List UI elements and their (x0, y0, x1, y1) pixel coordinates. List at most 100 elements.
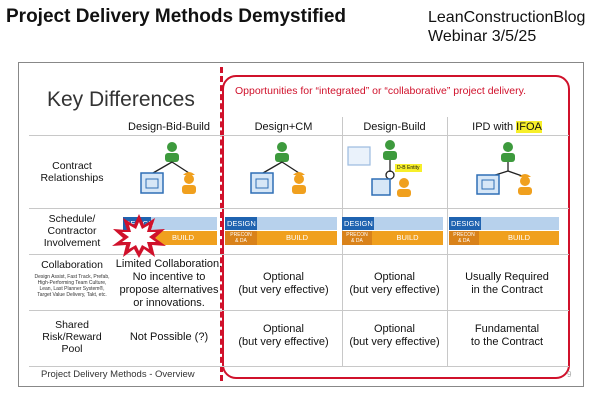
schedule-precon-bar: PRECON & DA (342, 231, 372, 245)
presentation-title: Project Delivery Methods Demystified (6, 6, 346, 27)
shared-cell-dcm: Optional (but very effective) (225, 323, 342, 349)
page-number: 9 (567, 370, 572, 379)
row-label-line: Risk/Reward (42, 331, 102, 343)
divider-dashed-line (220, 67, 223, 381)
grid-line (447, 117, 448, 366)
cell-line: (but very effective) (349, 336, 440, 348)
contract-diagram-ipd (476, 142, 532, 195)
cell-line: Optional (374, 323, 415, 335)
row-label-line: Involvement (43, 237, 101, 249)
blueprint-icon (347, 146, 371, 166)
row-label-line: Contract (52, 160, 92, 172)
contractor-icon (182, 172, 196, 194)
example-line: High-Performing Team Culture, (37, 280, 107, 286)
example-line: Design Assist, Fast Track, Prefab, (34, 274, 110, 280)
row-label-schedule: Schedule/ Contractor Involvement (27, 213, 117, 249)
shared-cell-ipd: Fundamental to the Contract (447, 323, 567, 349)
schedule-design-bar: DESIGN (225, 217, 257, 230)
cell-line: No incentive to (132, 271, 206, 283)
cell-line: (but very effective) (238, 284, 329, 296)
schedule-build-bar: BUILD (372, 231, 443, 245)
architect-icon (165, 142, 179, 162)
grid-line (29, 135, 569, 136)
header-info: LeanConstructionBlog Webinar 3/5/25 (428, 8, 585, 46)
slide: Key Differences Opportunities for “integ… (18, 62, 584, 387)
grid-line (29, 208, 569, 209)
cell-line: Usually Required (465, 271, 549, 283)
collaboration-examples: Design Assist, Fast Track, Prefab, High-… (23, 274, 121, 298)
column-header-ipd: IPD with IFOA (447, 121, 567, 133)
blueprint-icon (140, 172, 164, 194)
architect-icon (275, 142, 289, 162)
blueprint-icon (371, 178, 391, 196)
precon-line: PRECON (346, 232, 368, 238)
schedule-build-bar: BUILD (257, 231, 337, 245)
row-label-line: Pool (61, 343, 83, 355)
cell-line: Not Possible (?) (129, 331, 209, 343)
ipd-prefix: IPD with (472, 121, 517, 133)
row-label-line: Shared (55, 319, 89, 331)
slide-heading: Key Differences (47, 88, 195, 111)
collab-cell-dbb: Limited Collaboration. No incentive to p… (115, 258, 223, 310)
db-entity-tag: D-B Entity (395, 164, 422, 172)
schedule-precon-bar: PRECON & DA (449, 231, 479, 245)
grid-line (29, 366, 569, 367)
cell-line: to the Contract (470, 336, 544, 348)
contractor-icon (397, 178, 411, 197)
explosion-icon (112, 214, 166, 258)
grid-line (29, 310, 569, 311)
cell-line: Optional (263, 323, 304, 335)
schedule-precon-bar: PRECON & DA (225, 231, 257, 245)
architect-icon (383, 140, 397, 160)
row-label-line: Relationships (40, 172, 104, 184)
cell-line: Limited Collaboration. (115, 258, 223, 270)
slide-footer: Project Delivery Methods - Overview (41, 369, 195, 380)
contractor-icon (292, 172, 306, 194)
webinar-date: Webinar 3/5/25 (428, 28, 537, 45)
row-label-shared: Shared Risk/Reward Pool (27, 319, 117, 355)
schedule-build-bar: BUILD (149, 231, 217, 245)
collab-cell-ipd: Usually Required in the Contract (447, 271, 567, 297)
cell-line: or innovations. (133, 297, 205, 309)
precon-line: PRECON (230, 232, 252, 238)
blueprint-icon (476, 174, 500, 195)
precon-line: & DA (351, 238, 363, 244)
schedule-design-bar: DESIGN (342, 217, 374, 230)
cell-line: (but very effective) (238, 336, 329, 348)
collab-cell-db: Optional (but very effective) (342, 271, 447, 297)
blog-name: LeanConstructionBlog (428, 9, 586, 26)
row-label-contract: Contract Relationships (27, 160, 117, 184)
row-label-line: Contractor (47, 225, 97, 237)
contract-diagram-dbb (140, 142, 196, 194)
schedule-build-bar: BUILD (479, 231, 559, 245)
contract-diagram-db (347, 140, 411, 197)
opportunity-frame (222, 75, 570, 379)
cell-line: Optional (374, 271, 415, 283)
collab-cell-dcm: Optional (but very effective) (225, 271, 342, 297)
architect-icon (501, 142, 515, 162)
column-header-dcm: Design+CM (254, 121, 313, 133)
cell-line: propose alternatives (119, 284, 219, 296)
row-label-collaboration: Collaboration (41, 259, 103, 271)
precon-line: & DA (458, 238, 470, 244)
ipd-highlight: IFOA (516, 121, 542, 133)
example-line: Lean, Last Planner System®, (39, 286, 105, 292)
shared-cell-db: Optional (but very effective) (342, 323, 447, 349)
precon-line: PRECON (453, 232, 475, 238)
cell-line: Optional (263, 271, 304, 283)
blueprint-icon (250, 172, 274, 194)
example-line: Target Value Delivery, Takt, etc. (37, 292, 107, 298)
column-header-dbb: Design-Bid-Build (128, 121, 210, 133)
opportunity-caption: Opportunities for “integrated” or “colla… (235, 85, 527, 97)
column-header-db: Design-Build (363, 121, 426, 133)
precon-line: & DA (235, 238, 247, 244)
shared-cell-dbb: Not Possible (?) (115, 331, 223, 344)
grid-line (29, 254, 569, 255)
schedule-design-bar: DESIGN (449, 217, 481, 230)
row-label-line: Schedule/ (48, 213, 96, 225)
cell-line: (but very effective) (349, 284, 440, 296)
cell-line: Fundamental (474, 323, 540, 335)
contract-diagram-dcm (250, 142, 306, 194)
contractor-icon (518, 174, 532, 195)
cell-line: in the Contract (471, 284, 543, 296)
